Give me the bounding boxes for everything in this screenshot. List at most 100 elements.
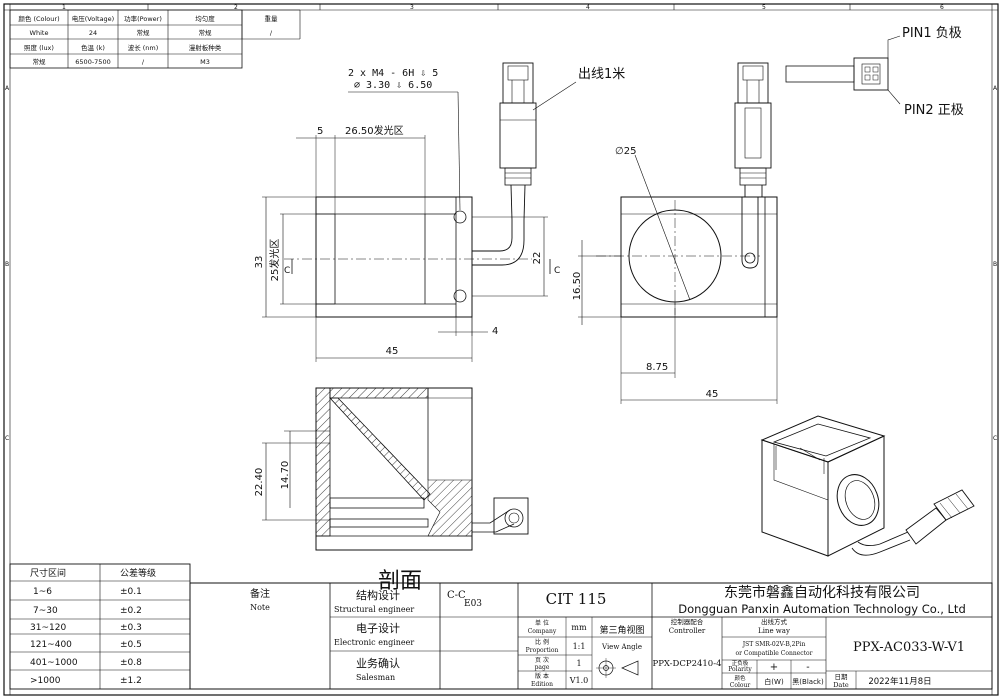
spec-header-weight: 重量 — [265, 15, 279, 23]
tol-range-row: 31~120 — [30, 623, 66, 633]
unit-label-en: Company — [528, 628, 557, 635]
spec-header-colour-temp: 色温 (k) — [81, 43, 105, 52]
section-label-cc: C-C — [447, 590, 466, 601]
thread-note-drill: ∅ 3.30 ⇩ 6.50 — [354, 80, 432, 91]
row-marks: A B C A B C — [5, 85, 998, 442]
cable-length-note: 出线1米 — [578, 67, 625, 82]
pin2-label: PIN2 正极 — [904, 103, 964, 118]
dim-33: 33 — [254, 256, 265, 269]
row-mark-a-right: A — [993, 85, 998, 92]
tol-header-range: 尺寸区间 — [30, 567, 66, 579]
dim-emit-height: 25发光区 — [268, 239, 281, 282]
unit-label-cn: 单 位 — [535, 619, 549, 627]
date-value: 2022年11月8日 — [868, 676, 931, 687]
polarity-plus: + — [770, 662, 778, 673]
controller-label-en: Controller — [669, 627, 706, 635]
scale-value: 1:1 — [573, 642, 586, 651]
model-series: CIT 115 — [546, 590, 607, 608]
row-mark-b-right: B — [993, 261, 997, 268]
col-mark-6: 6 — [940, 4, 944, 11]
polarity-minus: - — [806, 662, 809, 673]
pin1-label: PIN1 负极 — [902, 26, 962, 41]
tol-grade-row: ±0.5 — [120, 640, 142, 650]
row-mark-c: C — [5, 435, 9, 442]
spec-uniformity-value: 常规 — [199, 28, 213, 37]
dim-22: 22 — [532, 252, 543, 265]
colour-label-cn: 颜色 — [734, 674, 746, 682]
col-mark-3: 3 — [410, 4, 414, 11]
section-mark-left: C — [284, 266, 290, 276]
front-view: C C 2 x M4 - 6H ⇩ 5 ∅ 3.30 ⇩ 6.50 5 26.5… — [254, 62, 560, 362]
elec-engineer-en: Electronic engineer — [334, 638, 414, 647]
tol-range-row: 1~6 — [33, 587, 52, 597]
section-hatch-left — [315, 387, 331, 537]
salesman-cn: 业务确认 — [356, 657, 400, 670]
lineway-label-cn: 出线方式 — [761, 617, 788, 626]
colour-black: 黑(Black) — [792, 678, 824, 686]
spec-header-voltage: 电压(Voltage) — [72, 14, 114, 23]
thread-note-m4: 2 x M4 - 6H ⇩ 5 — [348, 68, 438, 79]
page-label-cn: 页 次 — [535, 656, 549, 664]
struct-engineer-cn: 结构设计 — [356, 588, 400, 602]
date-label-cn: 日期 — [835, 673, 849, 681]
tol-grade-row: ±0.3 — [120, 623, 142, 633]
spec-lux-value: 常规 — [33, 57, 47, 66]
col-mark-4: 4 — [586, 4, 590, 11]
elec-engineer-cn: 电子设计 — [356, 622, 400, 635]
tol-header-grade: 公差等级 — [120, 567, 156, 579]
tolerance-table: 尺寸区间 公差等级 1~6 ±0.1 7~30 ±0.2 31~120 ±0.3… — [9, 563, 191, 690]
colour-white: 白(W) — [764, 677, 784, 686]
dim-diameter-25: ∅25 — [615, 146, 636, 157]
dim-4: 4 — [492, 326, 498, 337]
tol-grade-row: ±0.8 — [120, 658, 142, 668]
polarity-label-cn: 正负极 — [732, 659, 749, 667]
tol-grade-row: ±0.2 — [120, 606, 142, 616]
drawing-border — [3, 3, 999, 696]
salesman-en: Salesman — [356, 673, 395, 682]
tol-range-row: >1000 — [30, 676, 61, 686]
spec-power-value: 常规 — [137, 28, 151, 37]
page-value: 1 — [576, 659, 581, 668]
edition-label-cn: 版 本 — [535, 672, 549, 680]
edition-label-en: Edition — [531, 681, 553, 688]
spec-diffuser-value: M3 — [200, 58, 210, 66]
dim-45-side: 45 — [706, 389, 719, 400]
view-angle-cn: 第三角视图 — [599, 624, 644, 636]
colour-label-en: Colour — [730, 682, 751, 689]
controller-value: PPX-DCP2410-4 — [652, 659, 721, 669]
spec-header-wavelength: 波长 (nm) — [128, 43, 159, 52]
section-view: 22.40 14.70 剖面 — [254, 387, 529, 594]
col-mark-1: 1 — [62, 4, 66, 11]
tol-grade-row: ±0.1 — [120, 587, 142, 597]
title-block: 备注 Note 结构设计 Structural engineer 电子设计 El… — [189, 582, 993, 690]
spec-header-colour: 颜色 (Colour) — [18, 14, 59, 23]
lineway-label-en: Line way — [758, 627, 790, 635]
col-mark-5: 5 — [762, 4, 766, 11]
spec-table: 颜色 (Colour) 电压(Voltage) 功率(Power) 均匀度 重量… — [9, 9, 301, 69]
page-label-en: page — [535, 664, 550, 671]
row-mark-b: B — [5, 261, 9, 268]
dim-8-75: 8.75 — [646, 362, 668, 373]
section-label: 剖面 — [378, 569, 422, 594]
section-hatch-top — [329, 387, 429, 399]
part-number: PPX-AC033-W-V1 — [853, 640, 965, 655]
spec-header-power: 功率(Power) — [124, 14, 162, 23]
row-mark-c-right: C — [993, 435, 997, 442]
polarity-label-en: Polarity — [728, 666, 752, 673]
lineway-value-2: or Compatible Connector — [736, 650, 813, 657]
dim-5: 5 — [317, 126, 323, 137]
third-angle-projection-icon — [596, 658, 639, 678]
tol-grade-row: ±1.2 — [120, 676, 142, 686]
spec-weight-value: / — [270, 29, 273, 37]
spec-header-diffuser: 漫射板种类 — [189, 43, 222, 52]
controller-label-cn: 控制器配合 — [671, 617, 704, 626]
date-label-en: Date — [833, 681, 849, 689]
row-mark-a: A — [5, 85, 10, 92]
spec-header-uniformity: 均匀度 — [195, 14, 215, 23]
isometric-view — [760, 415, 975, 557]
struct-engineer-en: Structural engineer — [334, 605, 414, 614]
unit-value: mm — [571, 623, 587, 632]
lineway-value-1: JST SMR-02V-B,2Pin — [742, 641, 806, 648]
section-mark-right: C — [554, 266, 560, 276]
mount-hole-top — [453, 210, 467, 224]
